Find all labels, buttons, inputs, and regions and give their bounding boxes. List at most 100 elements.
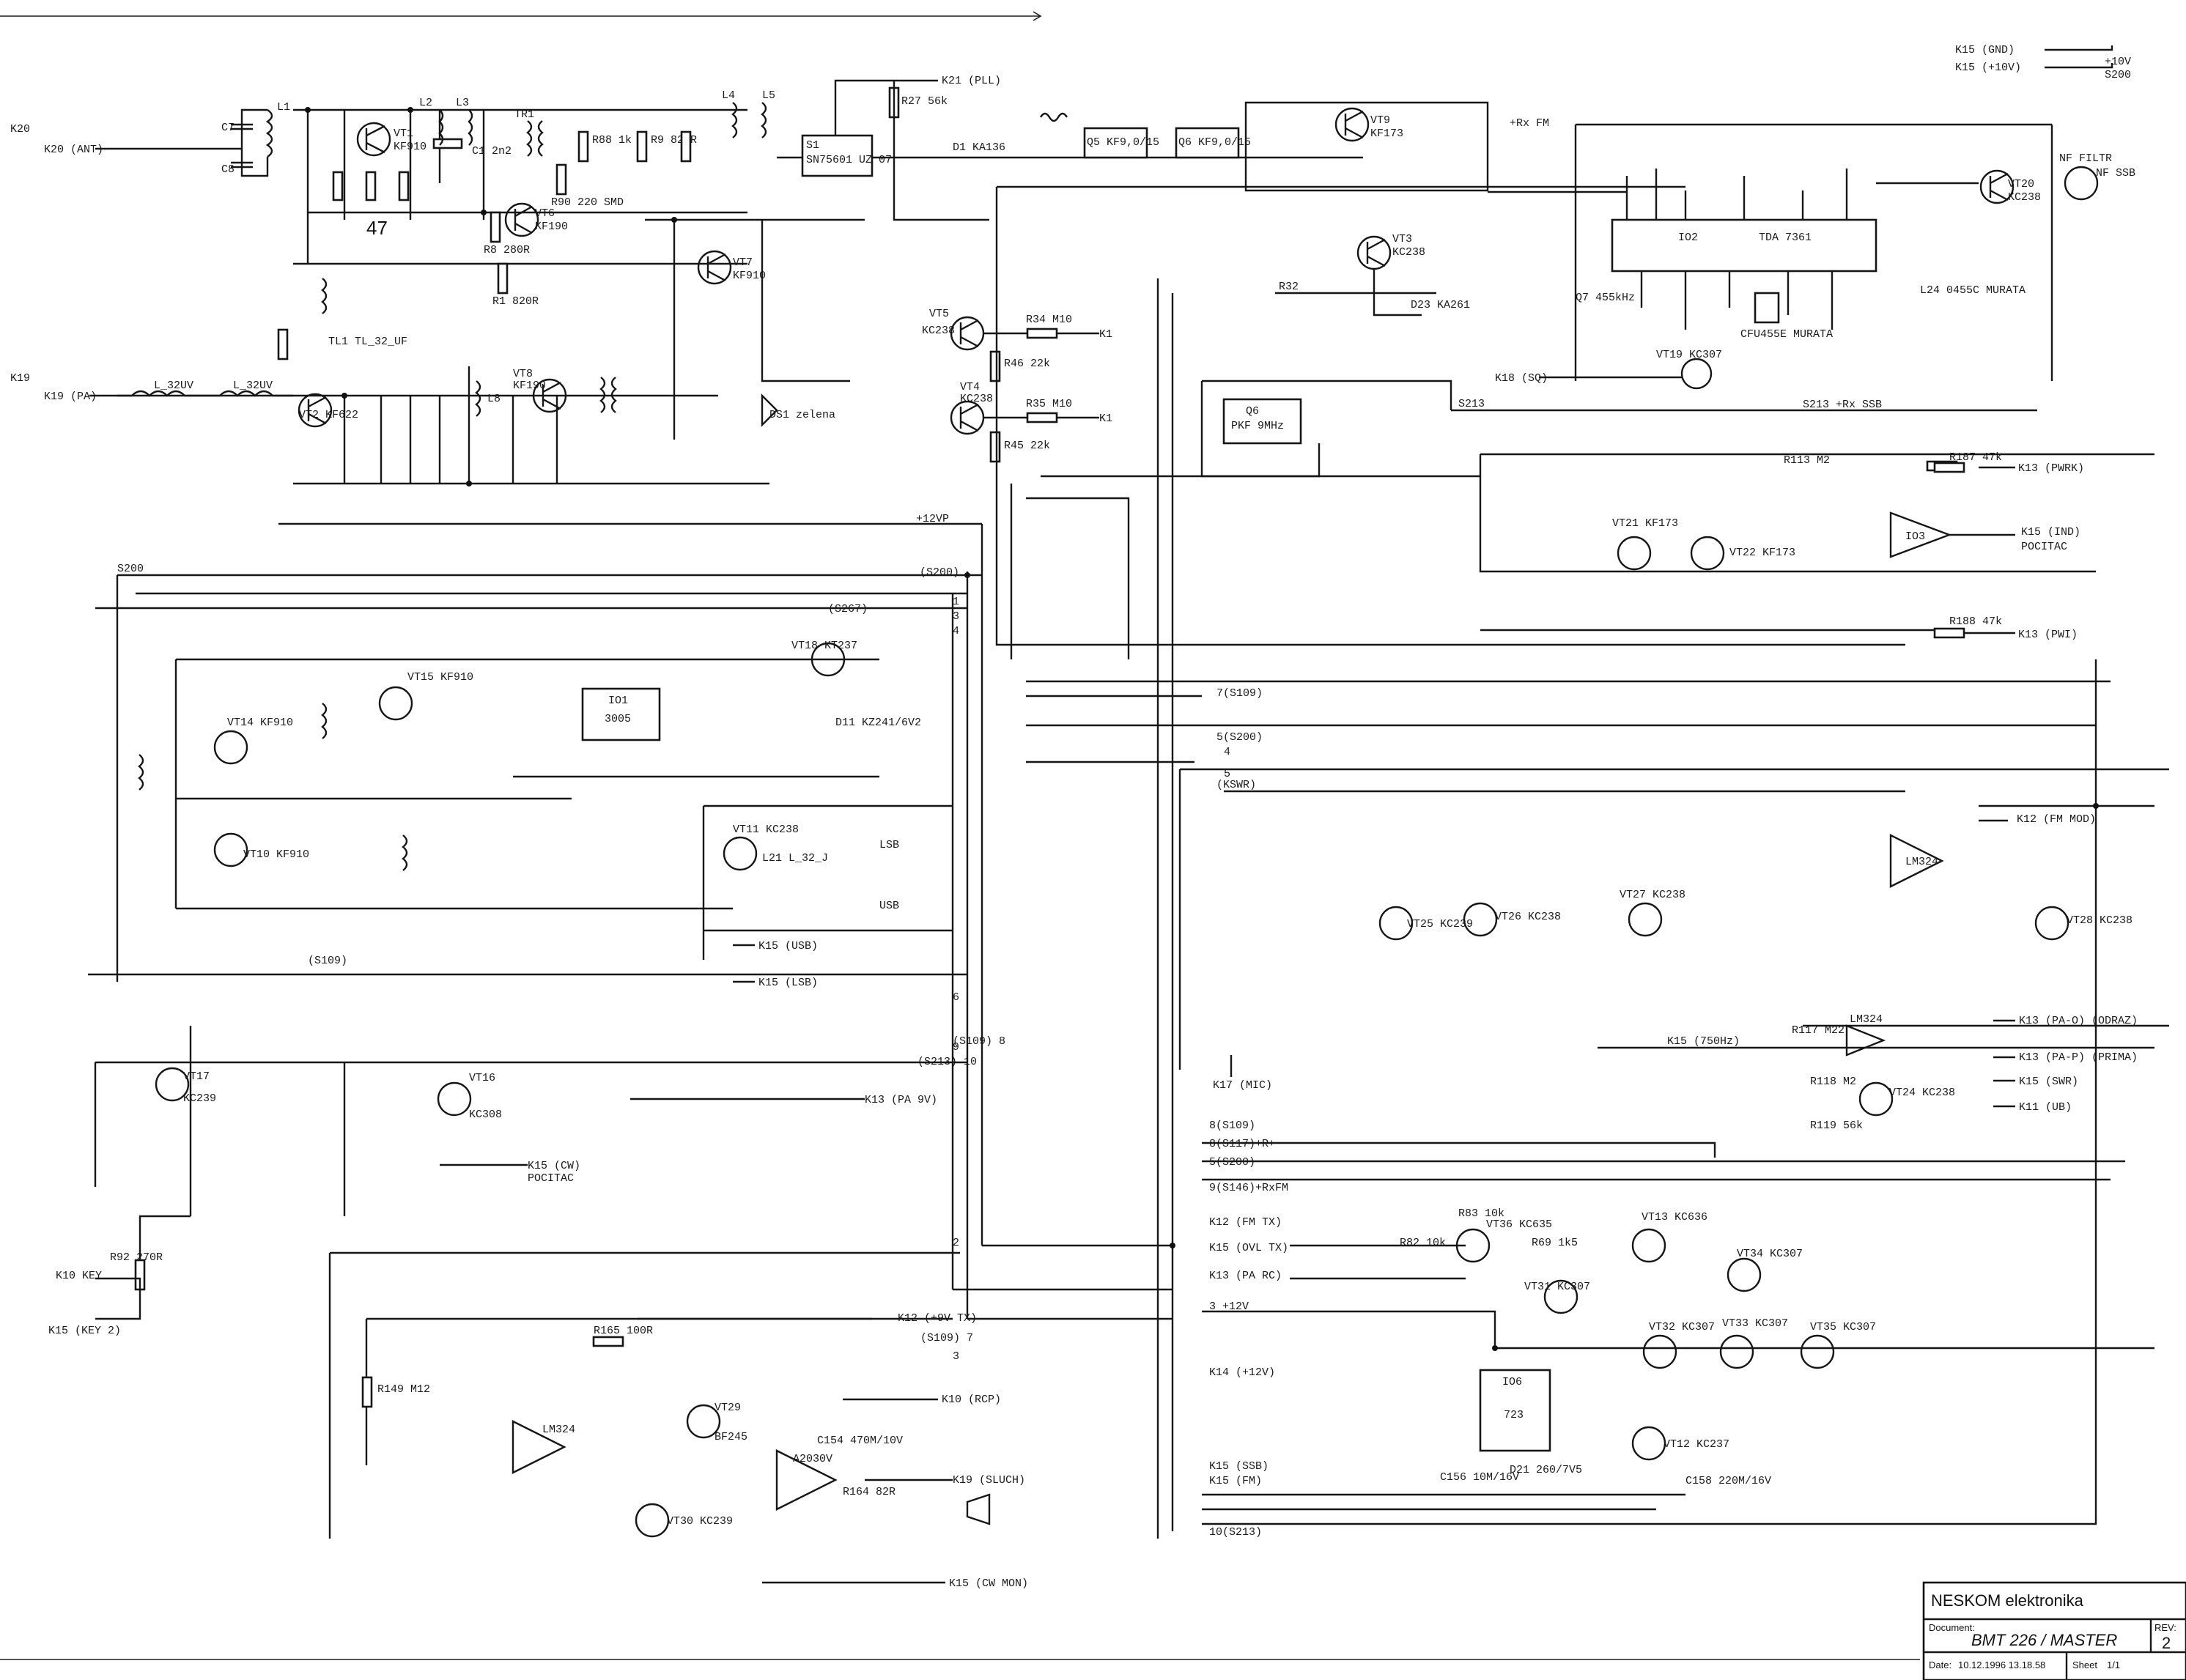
ic-s1-ref: S1 (806, 139, 819, 152)
tx-verticals (951, 524, 983, 1319)
label-vt35: VT35 KC307 (1810, 1321, 1876, 1333)
label-nf-filtr: NF FILTR (2059, 152, 2112, 165)
resistor-r187 (1933, 462, 1965, 473)
resistor-r10 (680, 130, 692, 163)
transistor-vt21b (1617, 536, 1652, 571)
coil-l1 (265, 109, 273, 158)
audio-frame (328, 1251, 960, 1539)
conn-k12-fmtx: K12 (FM TX) (1209, 1216, 1282, 1229)
label-l5: L5 (762, 89, 775, 102)
conn-k15-ssb: K15 (SSB) (1209, 1460, 1269, 1473)
filter-pkf (1222, 398, 1302, 445)
transistor-vt28 (2034, 906, 2069, 941)
resistor-r1 (497, 262, 509, 295)
label-vt16-part: KC308 (469, 1109, 502, 1121)
opamp-io3-fm (1889, 834, 1944, 888)
s1-wiring (777, 79, 938, 159)
label-d21: D21 260/7V5 (1510, 1464, 1582, 1476)
label-vt8: VT8 (513, 368, 533, 380)
resistor-r149 (361, 1376, 373, 1408)
conn-k17-mic: K17 (MIC) (1213, 1079, 1272, 1092)
label-l4: L4 (722, 89, 735, 102)
label-l21: L21 L_32_J (762, 852, 828, 865)
label-r83: R83 10k (1458, 1207, 1504, 1220)
resistor-r7 (398, 171, 410, 201)
ic-io6-part: 723 (1504, 1409, 1524, 1421)
vt8-leads (542, 381, 561, 410)
label-r187: R187 47k (1949, 451, 2002, 464)
label-vt33: VT33 KC307 (1722, 1317, 1788, 1330)
label-lsb: LSB (879, 839, 899, 851)
conn-k21: K21 (PLL) (942, 75, 1001, 87)
label-l1: L1 (277, 101, 290, 114)
label-vt34: VT34 KC307 (1737, 1248, 1803, 1260)
transistor-vt25 (1378, 906, 1414, 941)
junction (671, 217, 677, 223)
conn-k15-swr: K15 (SWR) (2019, 1076, 2078, 1088)
fm-frame (1178, 768, 2169, 1070)
coil-l8 (475, 380, 481, 417)
label-vt17: VT17 (183, 1070, 210, 1083)
conn-k13-pa9v: K13 (PA 9V) (865, 1094, 937, 1106)
led-ds1 (761, 393, 778, 427)
label-c156: C156 10M/16V (1440, 1471, 1519, 1484)
resistor-r6 (365, 171, 377, 201)
conn-k15-lsb: K15 (LSB) (758, 977, 818, 989)
vt2-leads (307, 396, 327, 425)
label-r188: R188 47k (1949, 615, 2002, 628)
filter-q6-label: Q6 KF9,0/15 (1178, 136, 1251, 149)
conn-k11-a: K1 (1099, 328, 1112, 341)
conn-k18: K18 (SQ) (1495, 372, 1548, 385)
resistor-r88 (577, 130, 589, 163)
vt3-wiring (1275, 269, 1436, 317)
transistor-vt13 (1631, 1228, 1666, 1263)
swr-outputs: LM324 K13 (PA-O) (ODRAZ) K13 (PA-P) (PRI… (1598, 1013, 2169, 1132)
label-vt26: VT26 KC238 (1495, 911, 1561, 923)
label-r82: R82 10k (1400, 1237, 1446, 1249)
resistor-r5 (332, 171, 344, 201)
resistor-r34 (1026, 328, 1058, 339)
conn-k15-750: K15 (750Hz) (1667, 1035, 1740, 1048)
title-doc-label: Document: (1929, 1622, 1975, 1633)
amp-a2030 (775, 1449, 838, 1511)
supply-lines (2045, 45, 2113, 69)
label-r34: R34 M10 (1026, 314, 1072, 326)
net-s213-b: (S213) 10 (917, 1056, 977, 1068)
resistor-r188 (1933, 627, 1965, 639)
opamp-swr (1845, 1024, 1886, 1057)
label-r27: R27 56k (901, 95, 948, 108)
if-filter-chain: Q5 KF9,0/15 Q6 KF9,0/15 D1 KA136 (909, 112, 1363, 159)
key-inputs: K10 KEY K15 (KEY 2) R92 270R (48, 1215, 191, 1337)
junction (481, 210, 487, 215)
transistor-vt12 (1631, 1426, 1666, 1461)
pll-input: K21 (PLL) R27 56k (888, 75, 1001, 221)
title-block: NESKOM elektronika Document: BMT 226 / M… (1922, 1581, 2186, 1680)
vt4-leads (959, 403, 979, 432)
vt2-vt8-stage: TL1 TL_32_UF L_32UV L_32UV VT2 KF622 L8 … (117, 278, 982, 525)
transistor-vt26 (1463, 902, 1498, 937)
edge-label-k19: K19 (10, 372, 30, 385)
transistor-vt11 (723, 836, 758, 871)
vt7-group: VT7 KF910 DS1 zelena (645, 218, 865, 440)
resistor-r4 (432, 138, 463, 149)
net-swr: (KSWR) (1216, 779, 1256, 791)
transistor-vt29 (686, 1404, 721, 1439)
label-d23: D23 KA261 (1411, 299, 1470, 311)
tx-top-buses (95, 574, 982, 982)
vt7-leads (706, 253, 726, 282)
coil-l3 (468, 109, 473, 146)
label-l2: L2 (419, 97, 432, 109)
label-c8: C8 (221, 163, 235, 176)
key-wiring (95, 1215, 191, 1320)
label-vt17-part: KC239 (183, 1092, 216, 1105)
label-vt18: VT18 KT237 (791, 640, 857, 652)
label-vt25: VT25 KC239 (1407, 918, 1473, 930)
label-vt21: VT21 KF173 (1612, 517, 1678, 530)
label-vt3-part: KC238 (1392, 246, 1425, 259)
swr-bus (1598, 1024, 2169, 1049)
label-vt5: VT5 (929, 308, 949, 320)
transistor-vt22 (1690, 536, 1725, 571)
transistor-vt9 (1334, 107, 1370, 142)
tag-5: 5 (1224, 768, 1230, 780)
